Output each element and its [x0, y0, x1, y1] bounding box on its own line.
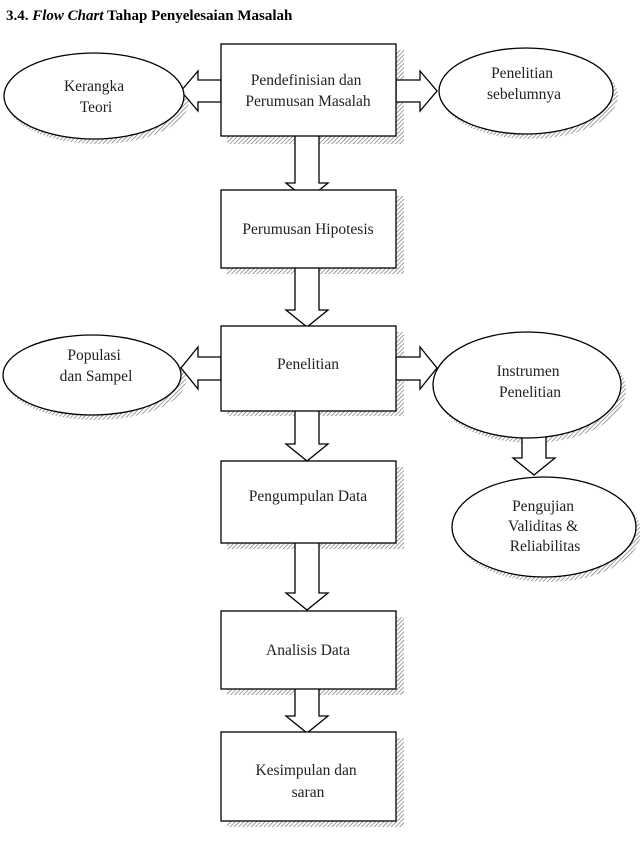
label-analisis-data: Analisis Data [266, 642, 350, 659]
box-perumusan-hipotesis [220, 189, 397, 269]
heading-rest: Tahap Penyelesaian Masalah [107, 8, 293, 24]
ellipse-penelitian-sebelumnya [438, 47, 614, 135]
label-penelitian-sebelumnya: Penelitian sebelumnya [487, 65, 561, 103]
box-kesimpulan [220, 731, 397, 822]
box-pengumpulan-data [220, 460, 397, 544]
arrow-left-kerangka [180, 69, 222, 113]
arrow-down-4 [284, 541, 330, 611]
arrow-left-populasi [180, 345, 222, 391]
box-pendefinisian [220, 43, 397, 137]
arrows [180, 69, 557, 734]
label-penelitian: Penelitian [277, 356, 339, 373]
process-boxes [220, 43, 397, 822]
label-pendefinisian: Pendefinisian dan Perumusan Masalah [245, 72, 371, 110]
ellipse-pengujian [451, 476, 637, 578]
heading-number: 3.4. [6, 8, 29, 24]
label-perumusan-hipotesis: Perumusan Hipotesis [242, 221, 373, 238]
arrow-down-3 [284, 409, 330, 462]
terminal-ellipses [2, 47, 637, 578]
heading-italic: Flow Chart [32, 8, 104, 24]
label-kesimpulan: Kesimpulan dan saran [255, 762, 360, 801]
node-labels: Kerangka Teori Pendefinisian dan Perumus… [60, 65, 582, 801]
section-heading: 3.4. Flow Chart Tahap Penyelesaian Masal… [6, 8, 292, 25]
ellipse-populasi-sampel [2, 334, 182, 416]
ellipse-instrumen-penelitian [432, 331, 622, 439]
arrow-right-instrumen [395, 345, 438, 391]
box-analisis-data [220, 610, 397, 690]
arrow-down-2 [284, 266, 330, 328]
ellipse-kerangka-teori [3, 52, 185, 140]
label-pengumpulan-data: Pengumpulan Data [249, 488, 367, 505]
label-instrumen-penelitian: Instrumen Penelitian [497, 363, 564, 401]
label-pengujian: Pengujian Validitas & Reliabilitas [508, 498, 582, 555]
box-penelitian [220, 325, 397, 412]
label-kerangka-teori: Kerangka Teori [64, 78, 128, 116]
arrow-down-5 [284, 687, 330, 734]
label-populasi-sampel: Populasi dan Sampel [60, 347, 133, 385]
arrow-right-sebelumnya [395, 69, 438, 113]
